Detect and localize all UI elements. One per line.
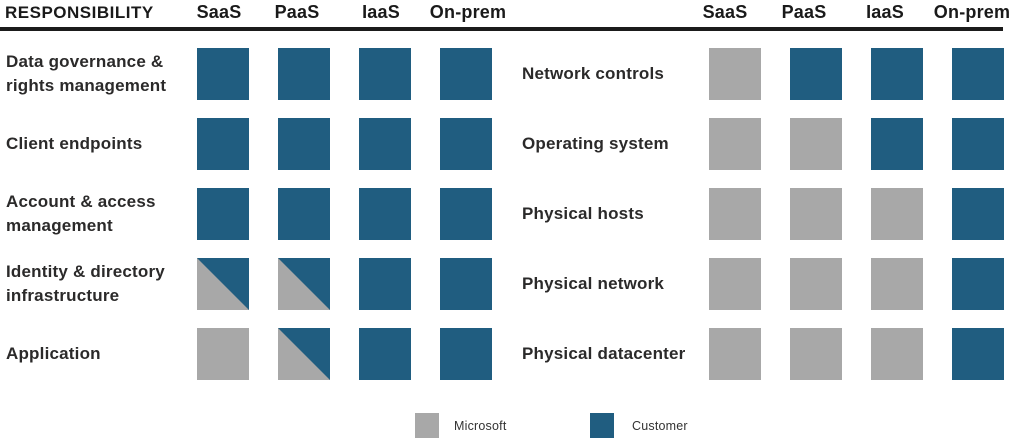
header-rule <box>0 27 1003 31</box>
row-label: Physical datacenter <box>522 344 686 363</box>
matrix-cell <box>871 258 923 310</box>
matrix-cell <box>952 118 1004 170</box>
matrix-cell <box>197 118 249 170</box>
column-header-saas-left: SaaS <box>196 2 242 22</box>
matrix-cell <box>359 258 411 310</box>
matrix-cell <box>790 48 842 100</box>
matrix-cell <box>952 188 1004 240</box>
right-matrix: Network controls Operating system Physic… <box>522 48 1004 380</box>
matrix-cell <box>278 258 330 310</box>
matrix-cell <box>709 118 761 170</box>
matrix-cell <box>197 188 249 240</box>
matrix-cell <box>440 48 492 100</box>
matrix-cell <box>440 258 492 310</box>
legend-label-microsoft: Microsoft <box>454 418 507 433</box>
column-header-paas-left: PaaS <box>274 2 320 22</box>
legend-label-customer: Customer <box>632 418 688 433</box>
matrix-cell <box>440 328 492 380</box>
column-header-onprem-left: On-prem <box>429 2 507 22</box>
row-label: Operating system <box>522 134 669 153</box>
matrix-cell <box>278 328 330 380</box>
matrix-cell <box>440 188 492 240</box>
matrix-cell <box>871 328 923 380</box>
matrix-cell <box>359 48 411 100</box>
matrix-cell <box>440 118 492 170</box>
column-header-iaas-left: IaaS <box>362 2 400 22</box>
matrix-cell <box>871 188 923 240</box>
matrix-cell <box>709 258 761 310</box>
matrix-cell <box>197 258 249 310</box>
matrix-cell <box>871 118 923 170</box>
column-header-onprem-right: On-prem <box>933 2 1011 22</box>
row-label: Account & access management <box>6 192 156 235</box>
matrix-cell <box>197 328 249 380</box>
row-label: Data governance & rights management <box>6 52 167 95</box>
matrix-cell <box>790 188 842 240</box>
matrix-cell <box>278 118 330 170</box>
matrix-cell <box>790 258 842 310</box>
row-label: Network controls <box>522 64 665 83</box>
column-header-paas-right: PaaS <box>781 2 827 22</box>
matrix-cell <box>952 328 1004 380</box>
matrix-cell <box>790 118 842 170</box>
row-label: Client endpoints <box>6 134 143 153</box>
matrix-cell <box>278 188 330 240</box>
responsibility-header: RESPONSIBILITY <box>5 3 154 22</box>
matrix-cell <box>871 48 923 100</box>
left-matrix: Data governance & rights management Clie… <box>6 48 492 380</box>
matrix-cell <box>278 48 330 100</box>
matrix-cell <box>359 188 411 240</box>
matrix-cell <box>952 48 1004 100</box>
row-label: Application <box>6 344 101 363</box>
matrix-cell <box>709 188 761 240</box>
column-header-iaas-right: IaaS <box>866 2 904 22</box>
matrix-cell <box>197 48 249 100</box>
row-label: Physical network <box>522 274 665 293</box>
legend-swatch-microsoft <box>415 413 439 438</box>
legend-item-microsoft: Microsoft <box>415 413 507 438</box>
row-label: Physical hosts <box>522 204 644 223</box>
matrix-cell <box>709 48 761 100</box>
legend-swatch-customer <box>590 413 614 438</box>
matrix-cell <box>359 118 411 170</box>
column-header-saas-right: SaaS <box>702 2 748 22</box>
matrix-cell <box>790 328 842 380</box>
matrix-cell <box>952 258 1004 310</box>
matrix-cell <box>709 328 761 380</box>
legend-item-customer: Customer <box>590 413 688 438</box>
matrix-cell <box>359 328 411 380</box>
row-label: Identity & directory infrastructure <box>6 262 165 305</box>
